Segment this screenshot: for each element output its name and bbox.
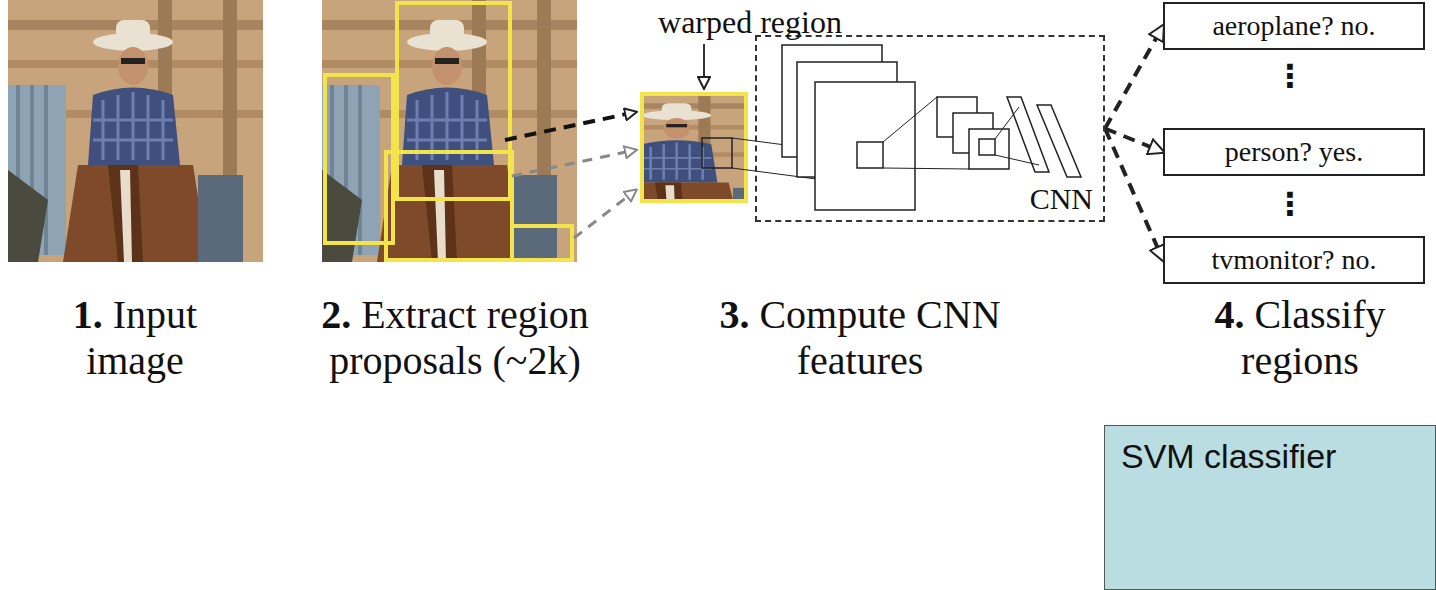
class-output-box: person? yes. bbox=[1163, 128, 1425, 176]
node-text: person? yes. bbox=[1225, 136, 1363, 168]
svm-classifier-box: SVM classifier bbox=[1104, 425, 1436, 590]
class-output-box: aeroplane? no. bbox=[1163, 2, 1425, 50]
warped-region-label: warped region bbox=[640, 4, 860, 40]
node-text: aeroplane? no. bbox=[1212, 10, 1375, 42]
dashed-arrow bbox=[1105, 129, 1163, 261]
node-text: CNN bbox=[1028, 182, 1095, 216]
step-caption: 1. Input image bbox=[25, 292, 245, 384]
step-caption: 2. Extract region proposals (~2k) bbox=[300, 292, 610, 384]
node-text: SVM classifier bbox=[1121, 436, 1419, 476]
node-text: tvmonitor? no. bbox=[1212, 244, 1377, 276]
dashed-arrow bbox=[1105, 26, 1163, 129]
cnn-block: CNN bbox=[755, 35, 1105, 222]
step-caption: 4. Classify regions bbox=[1170, 292, 1430, 384]
ellipsis: ⋮ bbox=[1270, 58, 1310, 94]
step-caption: 3. Compute CNN features bbox=[710, 292, 1010, 384]
ellipsis: ⋮ bbox=[1270, 186, 1310, 222]
class-output-box: tvmonitor? no. bbox=[1163, 236, 1425, 284]
